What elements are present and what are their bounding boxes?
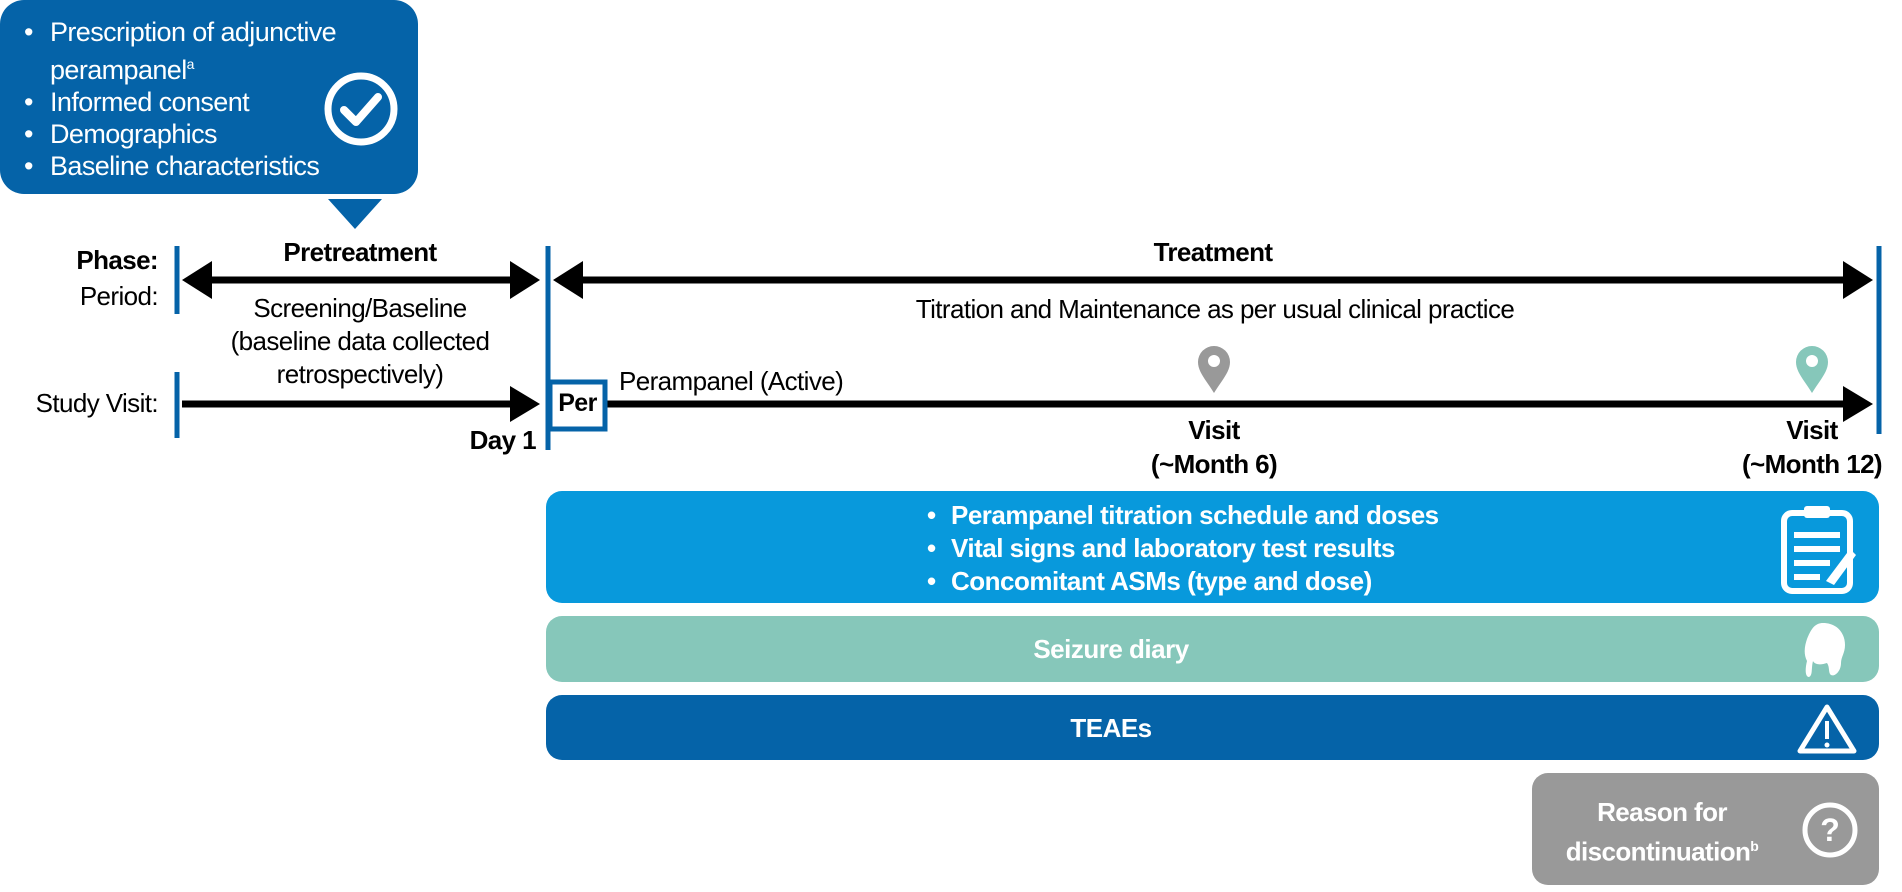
callout-pointer: [328, 199, 382, 229]
study-visit-arrow: [182, 386, 1873, 422]
seizure-diary-band: Seizure diary: [546, 616, 1879, 682]
warning-icon: [1797, 704, 1857, 754]
per-box: [547, 379, 608, 432]
per-box-label: Per: [558, 389, 597, 417]
period-label: Period:: [79, 281, 159, 311]
teaes-band: TEAEs: [546, 695, 1879, 760]
drug-label: Perampanel (Active): [619, 366, 844, 396]
band-item: Perampanel titration schedule and doses: [927, 499, 1439, 532]
seizure-diary-label: Seizure diary: [1033, 634, 1189, 664]
pretreatment-arrow: [182, 261, 540, 299]
screening-period: Screening/Baseline (baseline data collec…: [230, 293, 490, 389]
teaes-label: TEAEs: [1070, 713, 1152, 743]
svg-text:?: ?: [1820, 812, 1840, 848]
callout-item: Informed consent: [24, 86, 418, 118]
discontinuation-band: Reason for discontinuationb ?: [1532, 773, 1879, 885]
treatment-phase: Treatment: [1153, 237, 1273, 267]
data-collected-band: Perampanel titration schedule and doses …: [546, 491, 1879, 603]
callout-item: Prescription of adjunctive: [24, 16, 418, 48]
callout-item: Demographics: [24, 118, 418, 150]
map-pin-icon: [1198, 346, 1230, 393]
study-visit-label: Study Visit:: [35, 388, 159, 418]
pretreatment-callout: Prescription of adjunctive perampanela I…: [0, 0, 418, 194]
treatment-period: Titration and Maintenance as per usual c…: [915, 294, 1515, 324]
phase-label: Phase:: [76, 245, 158, 275]
day-1-label: Day 1: [469, 425, 537, 455]
pretreatment-phase: Pretreatment: [283, 237, 437, 267]
question-circle-icon: ?: [1802, 802, 1858, 858]
band-item: Vital signs and laboratory test results: [927, 532, 1439, 565]
callout-item: Baseline characteristics: [24, 150, 418, 182]
treatment-arrow: [553, 261, 1873, 299]
map-pin-icon: [1796, 346, 1828, 393]
discontinuation-label: Reason for discontinuationb: [1565, 797, 1759, 867]
visit-month-6: Visit(~Month 6): [1150, 415, 1278, 479]
visit-month-12: Visit(~Month 12): [1741, 415, 1883, 479]
callout-item: perampanela: [50, 55, 194, 85]
head-icon: [1804, 623, 1845, 677]
band-item: Concomitant ASMs (type and dose): [927, 565, 1439, 598]
clipboard-icon: [1781, 506, 1856, 594]
check-circle-icon: [324, 72, 398, 146]
